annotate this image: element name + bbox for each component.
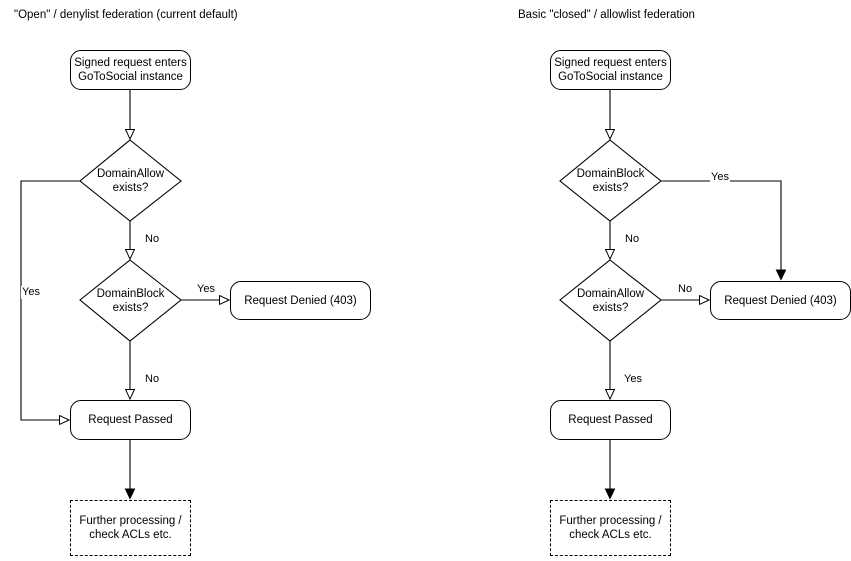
edge-label-domainblock-no-right: No — [624, 233, 641, 246]
node-domainallow-right-line1: DomainAllow — [576, 287, 645, 300]
node-domainallow-left-line1: DomainAllow — [96, 167, 165, 180]
edge-label-domainblock-no-left: No — [144, 373, 161, 386]
edge-domainblock-yes-to-denied-right — [661, 180, 781, 279]
node-request-passed-left[interactable]: Request Passed — [70, 400, 191, 440]
edge-label-domainallow-yes-left: Yes — [21, 286, 41, 299]
edge-domainallow-yes-to-passed — [20, 180, 80, 420]
node-request-denied-left-label: Request Denied (403) — [244, 294, 357, 307]
diamond-shape-domainallow-right — [559, 259, 662, 342]
node-request-denied-left[interactable]: Request Denied (403) — [230, 281, 371, 320]
diamond-shape-domainallow-left — [79, 139, 182, 222]
node-further-processing-right[interactable]: Further processing / check ACLs etc. — [550, 500, 671, 556]
node-domainblock-right-line2: exists? — [592, 181, 629, 194]
node-domainallow-left-line2: exists? — [112, 181, 149, 194]
node-domainblock-right-line1: DomainBlock — [576, 167, 645, 180]
node-request-denied-right[interactable]: Request Denied (403) — [710, 281, 851, 320]
node-entry-left-line2: GoToSocial instance — [78, 71, 183, 83]
node-entry-right[interactable]: Signed request enters GoToSocial instanc… — [550, 50, 671, 90]
edge-label-domainblock-yes-right: Yes — [710, 171, 730, 184]
node-entry-left[interactable]: Signed request enters GoToSocial instanc… — [70, 50, 191, 90]
diamond-shape-domainblock-left — [79, 259, 182, 342]
panel-title-closed-allowlist: Basic "closed" / allowlist federation — [518, 9, 695, 21]
node-request-denied-right-label: Request Denied (403) — [724, 294, 837, 307]
node-domainblock-left-line2: exists? — [112, 301, 149, 314]
node-request-passed-right-label: Request Passed — [568, 414, 653, 426]
node-entry-right-line2: GoToSocial instance — [558, 71, 663, 83]
diamond-shape-domainblock-right — [559, 139, 662, 222]
node-entry-right-line1: Signed request enters — [554, 57, 667, 69]
node-domainallow-right[interactable]: DomainAllow exists? — [560, 260, 661, 341]
node-domainallow-left[interactable]: DomainAllow exists? — [80, 140, 181, 221]
node-entry-left-line1: Signed request enters — [74, 57, 187, 69]
edge-label-domainblock-yes-left: Yes — [196, 283, 216, 296]
node-further-processing-right-line1: Further processing / — [559, 515, 662, 527]
node-request-passed-left-label: Request Passed — [88, 414, 173, 426]
edge-label-domainallow-no-left: No — [144, 233, 161, 246]
node-domainblock-left-line1: DomainBlock — [96, 287, 165, 300]
node-domainblock-left[interactable]: DomainBlock exists? — [80, 260, 181, 341]
node-further-processing-left-line2: check ACLs etc. — [89, 529, 172, 541]
edge-label-domainallow-yes-right: Yes — [623, 373, 643, 386]
edge-label-domainallow-no-right: No — [677, 283, 694, 296]
node-further-processing-right-line2: check ACLs etc. — [569, 529, 652, 541]
node-further-processing-left[interactable]: Further processing / check ACLs etc. — [70, 500, 191, 556]
node-domainblock-right[interactable]: DomainBlock exists? — [560, 140, 661, 221]
node-domainallow-right-line2: exists? — [592, 301, 629, 314]
node-further-processing-left-line1: Further processing / — [79, 515, 182, 527]
node-request-passed-right[interactable]: Request Passed — [550, 400, 671, 440]
panel-title-open-denylist: "Open" / denylist federation (current de… — [14, 9, 238, 21]
